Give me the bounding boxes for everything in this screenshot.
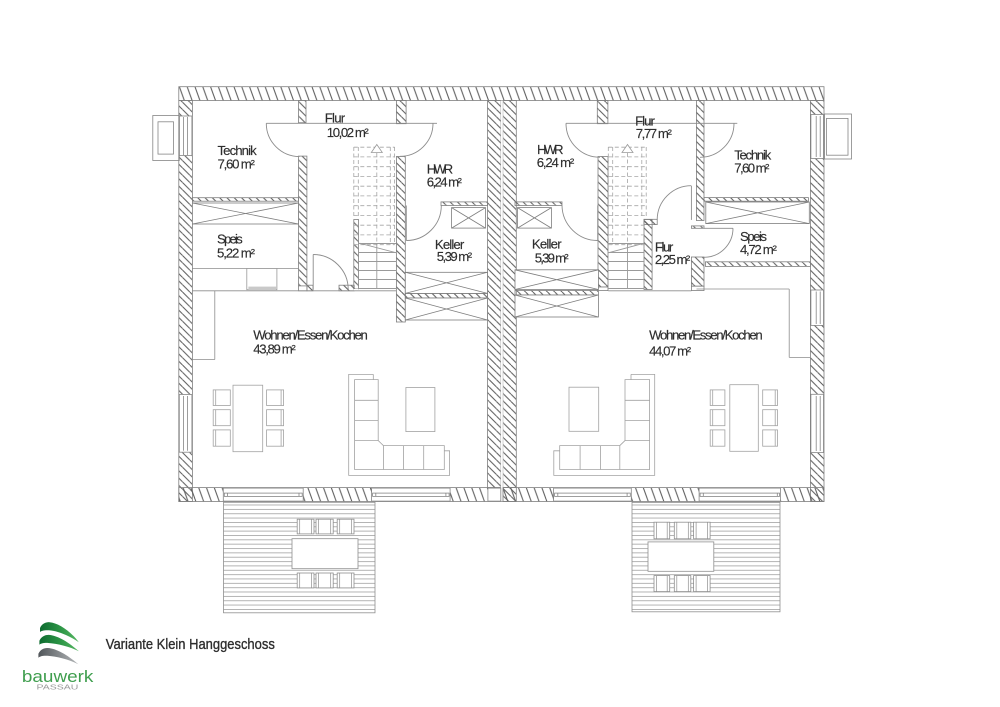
svg-text:Wohnen/Essen/Kochen: Wohnen/Essen/Kochen (649, 328, 763, 343)
svg-text:bauwerk: bauwerk (22, 668, 94, 686)
svg-text:Speis: Speis (740, 229, 767, 244)
svg-text:44,07 m²: 44,07 m² (649, 344, 692, 359)
svg-text:Technik: Technik (734, 147, 771, 162)
svg-text:43,89 m²: 43,89 m² (253, 341, 296, 356)
svg-text:7,60 m²: 7,60 m² (218, 156, 256, 171)
svg-text:Keller: Keller (532, 236, 562, 251)
svg-text:2,25 m²: 2,25 m² (655, 252, 691, 267)
svg-text:Technik: Technik (218, 143, 258, 158)
svg-text:Wohnen/Essen/Kochen: Wohnen/Essen/Kochen (253, 328, 368, 343)
svg-text:PASSAU: PASSAU (37, 683, 79, 692)
svg-text:Variante Klein Hanggeschoss: Variante Klein Hanggeschoss (106, 636, 275, 653)
svg-text:7,60 m²: 7,60 m² (734, 161, 770, 176)
svg-text:5,39 m²: 5,39 m² (437, 249, 473, 264)
svg-text:Flur: Flur (635, 114, 655, 129)
svg-text:5,39 m²: 5,39 m² (535, 251, 570, 266)
svg-text:4,72 m²: 4,72 m² (740, 242, 777, 257)
svg-text:Flur: Flur (325, 111, 346, 126)
svg-text:Speis: Speis (217, 231, 243, 246)
svg-text:Keller: Keller (435, 237, 465, 252)
svg-text:6,24 m²: 6,24 m² (537, 155, 575, 170)
svg-text:10,02 m²: 10,02 m² (327, 125, 370, 140)
svg-text:Flur: Flur (655, 239, 674, 254)
svg-text:6,24 m²: 6,24 m² (427, 175, 463, 190)
svg-text:7,77 m²: 7,77 m² (636, 126, 673, 141)
svg-text:HWR: HWR (537, 142, 564, 157)
svg-text:HWR: HWR (427, 161, 454, 176)
svg-text:5,22 m²: 5,22 m² (217, 246, 256, 261)
